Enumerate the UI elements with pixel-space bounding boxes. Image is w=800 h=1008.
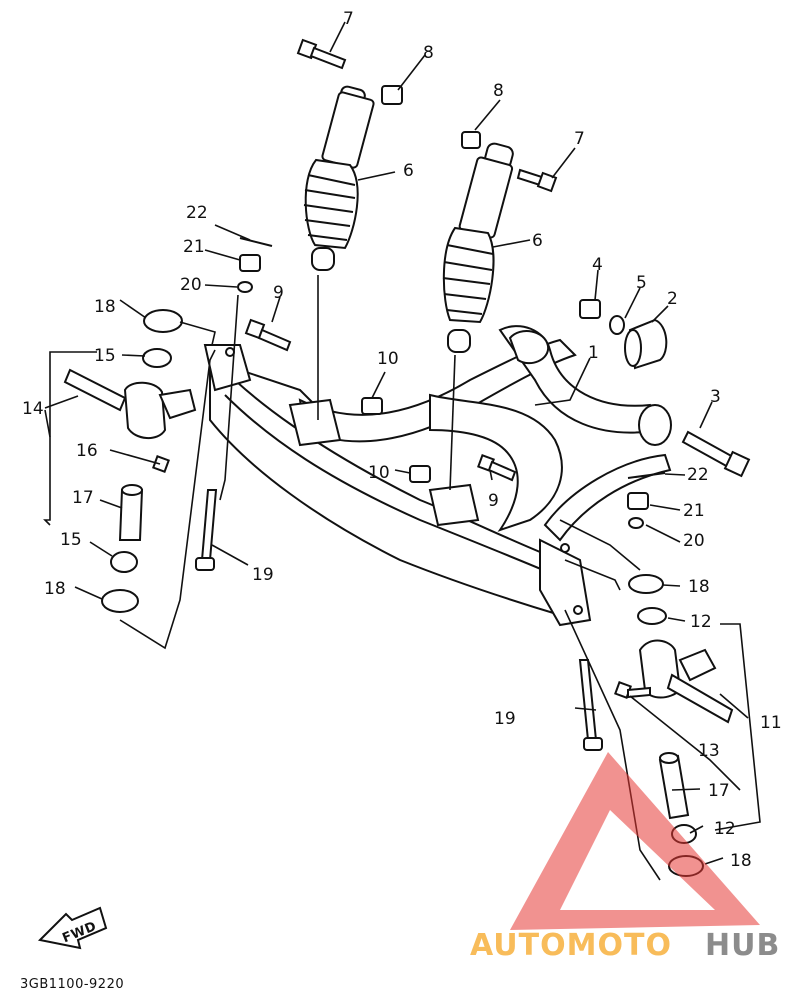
nut-10-lower — [409, 465, 431, 483]
callout-13: 13 — [698, 741, 720, 761]
callout-20-right: 20 — [683, 531, 705, 551]
callout-8-top-left: 8 — [423, 43, 434, 63]
washer-20-right — [628, 517, 644, 529]
bolt-7-top-left — [296, 38, 347, 70]
callout-11: 11 — [760, 713, 782, 733]
washer-20-left — [237, 281, 253, 293]
callout-18-upper-left: 18 — [94, 297, 116, 317]
bolt-13 — [614, 681, 651, 699]
nut-21-left — [239, 254, 261, 272]
fwd-arrow: FWD — [37, 906, 108, 950]
shock-absorber-right — [442, 142, 514, 353]
callout-1: 1 — [588, 343, 599, 363]
callout-22-left: 22 — [186, 203, 208, 223]
watermark-text: AUTOMOTO HUB — [470, 928, 780, 963]
callout-3: 3 — [710, 387, 721, 407]
pin-22-right — [627, 472, 666, 479]
callout-6-left-shock: 6 — [403, 161, 414, 181]
drawing-code: 3GB1100-9220 — [20, 977, 124, 992]
bushing-2 — [624, 318, 668, 370]
callout-9-left: 9 — [273, 283, 284, 303]
bolt-7-top-right — [516, 168, 558, 193]
callout-17-left: 17 — [72, 488, 94, 508]
bolt-16 — [152, 455, 170, 473]
sleeve-17-left — [118, 484, 144, 541]
callout-21-right: 21 — [683, 501, 705, 521]
callout-18-lower-left: 18 — [44, 579, 66, 599]
callout-9-lower: 9 — [488, 491, 499, 511]
pin-22-left — [239, 237, 273, 247]
bushing-15-lower — [110, 551, 138, 573]
callout-18-lower-right: 18 — [730, 851, 752, 871]
callout-4: 4 — [592, 255, 603, 275]
callout-7-top-left: 7 — [343, 9, 354, 29]
callout-19-left: 19 — [252, 565, 274, 585]
bushing-15-upper — [142, 348, 172, 368]
callout-5: 5 — [636, 273, 647, 293]
callout-18-upper-right: 18 — [688, 577, 710, 597]
bolt-19-left — [195, 489, 218, 571]
callout-labels: 7 8 8 7 6 6 22 21 20 9 4 5 2 1 3 18 15 1… — [22, 9, 782, 871]
bushing-12-upper — [637, 607, 667, 625]
bushing-18-upper-left — [143, 309, 183, 333]
callout-22-right: 22 — [687, 465, 709, 485]
bushing-18-upper-right — [628, 574, 664, 594]
callout-20-left: 20 — [180, 275, 202, 295]
callout-21-left: 21 — [183, 237, 205, 257]
callout-10-lower: 10 — [368, 463, 390, 483]
watermark-text-part1: AUTOMOTO — [470, 928, 672, 963]
callout-15-lower: 15 — [60, 530, 82, 550]
knuckle-14 — [63, 368, 197, 439]
washer-5 — [609, 315, 625, 335]
nut-4 — [579, 299, 601, 319]
nut-10-upper — [361, 397, 383, 415]
bushing-18-lower-left — [101, 589, 139, 613]
callout-14: 14 — [22, 399, 44, 419]
callout-16: 16 — [76, 441, 98, 461]
callout-10-upper: 10 — [377, 349, 399, 369]
shock-absorber-left — [303, 85, 375, 271]
callout-8-top-right: 8 — [493, 81, 504, 101]
front-frame — [203, 325, 672, 627]
callout-2: 2 — [667, 289, 678, 309]
callout-15-upper: 15 — [94, 346, 116, 366]
nut-21-right — [627, 492, 649, 510]
nut-8-top-right — [461, 131, 481, 149]
bolt-9-left — [244, 318, 292, 352]
callout-19-right: 19 — [494, 709, 516, 729]
callout-6-right-shock: 6 — [532, 231, 543, 251]
knuckle-11 — [638, 639, 734, 724]
leader-lines — [43, 21, 761, 881]
watermark-triangle-icon — [510, 752, 760, 930]
watermark-text-part2: HUB — [705, 928, 780, 963]
callout-17-right: 17 — [708, 781, 730, 801]
callout-7-top-right: 7 — [574, 129, 585, 149]
bolt-9-lower — [477, 454, 517, 482]
callout-12-upper: 12 — [690, 612, 712, 632]
bolt-3 — [681, 430, 751, 478]
nut-8-top-left — [381, 85, 403, 105]
watermark-logo — [510, 752, 760, 930]
sleeve-17-right — [658, 752, 690, 820]
callout-12-lower: 12 — [714, 819, 736, 839]
bolt-19-right — [578, 659, 603, 751]
